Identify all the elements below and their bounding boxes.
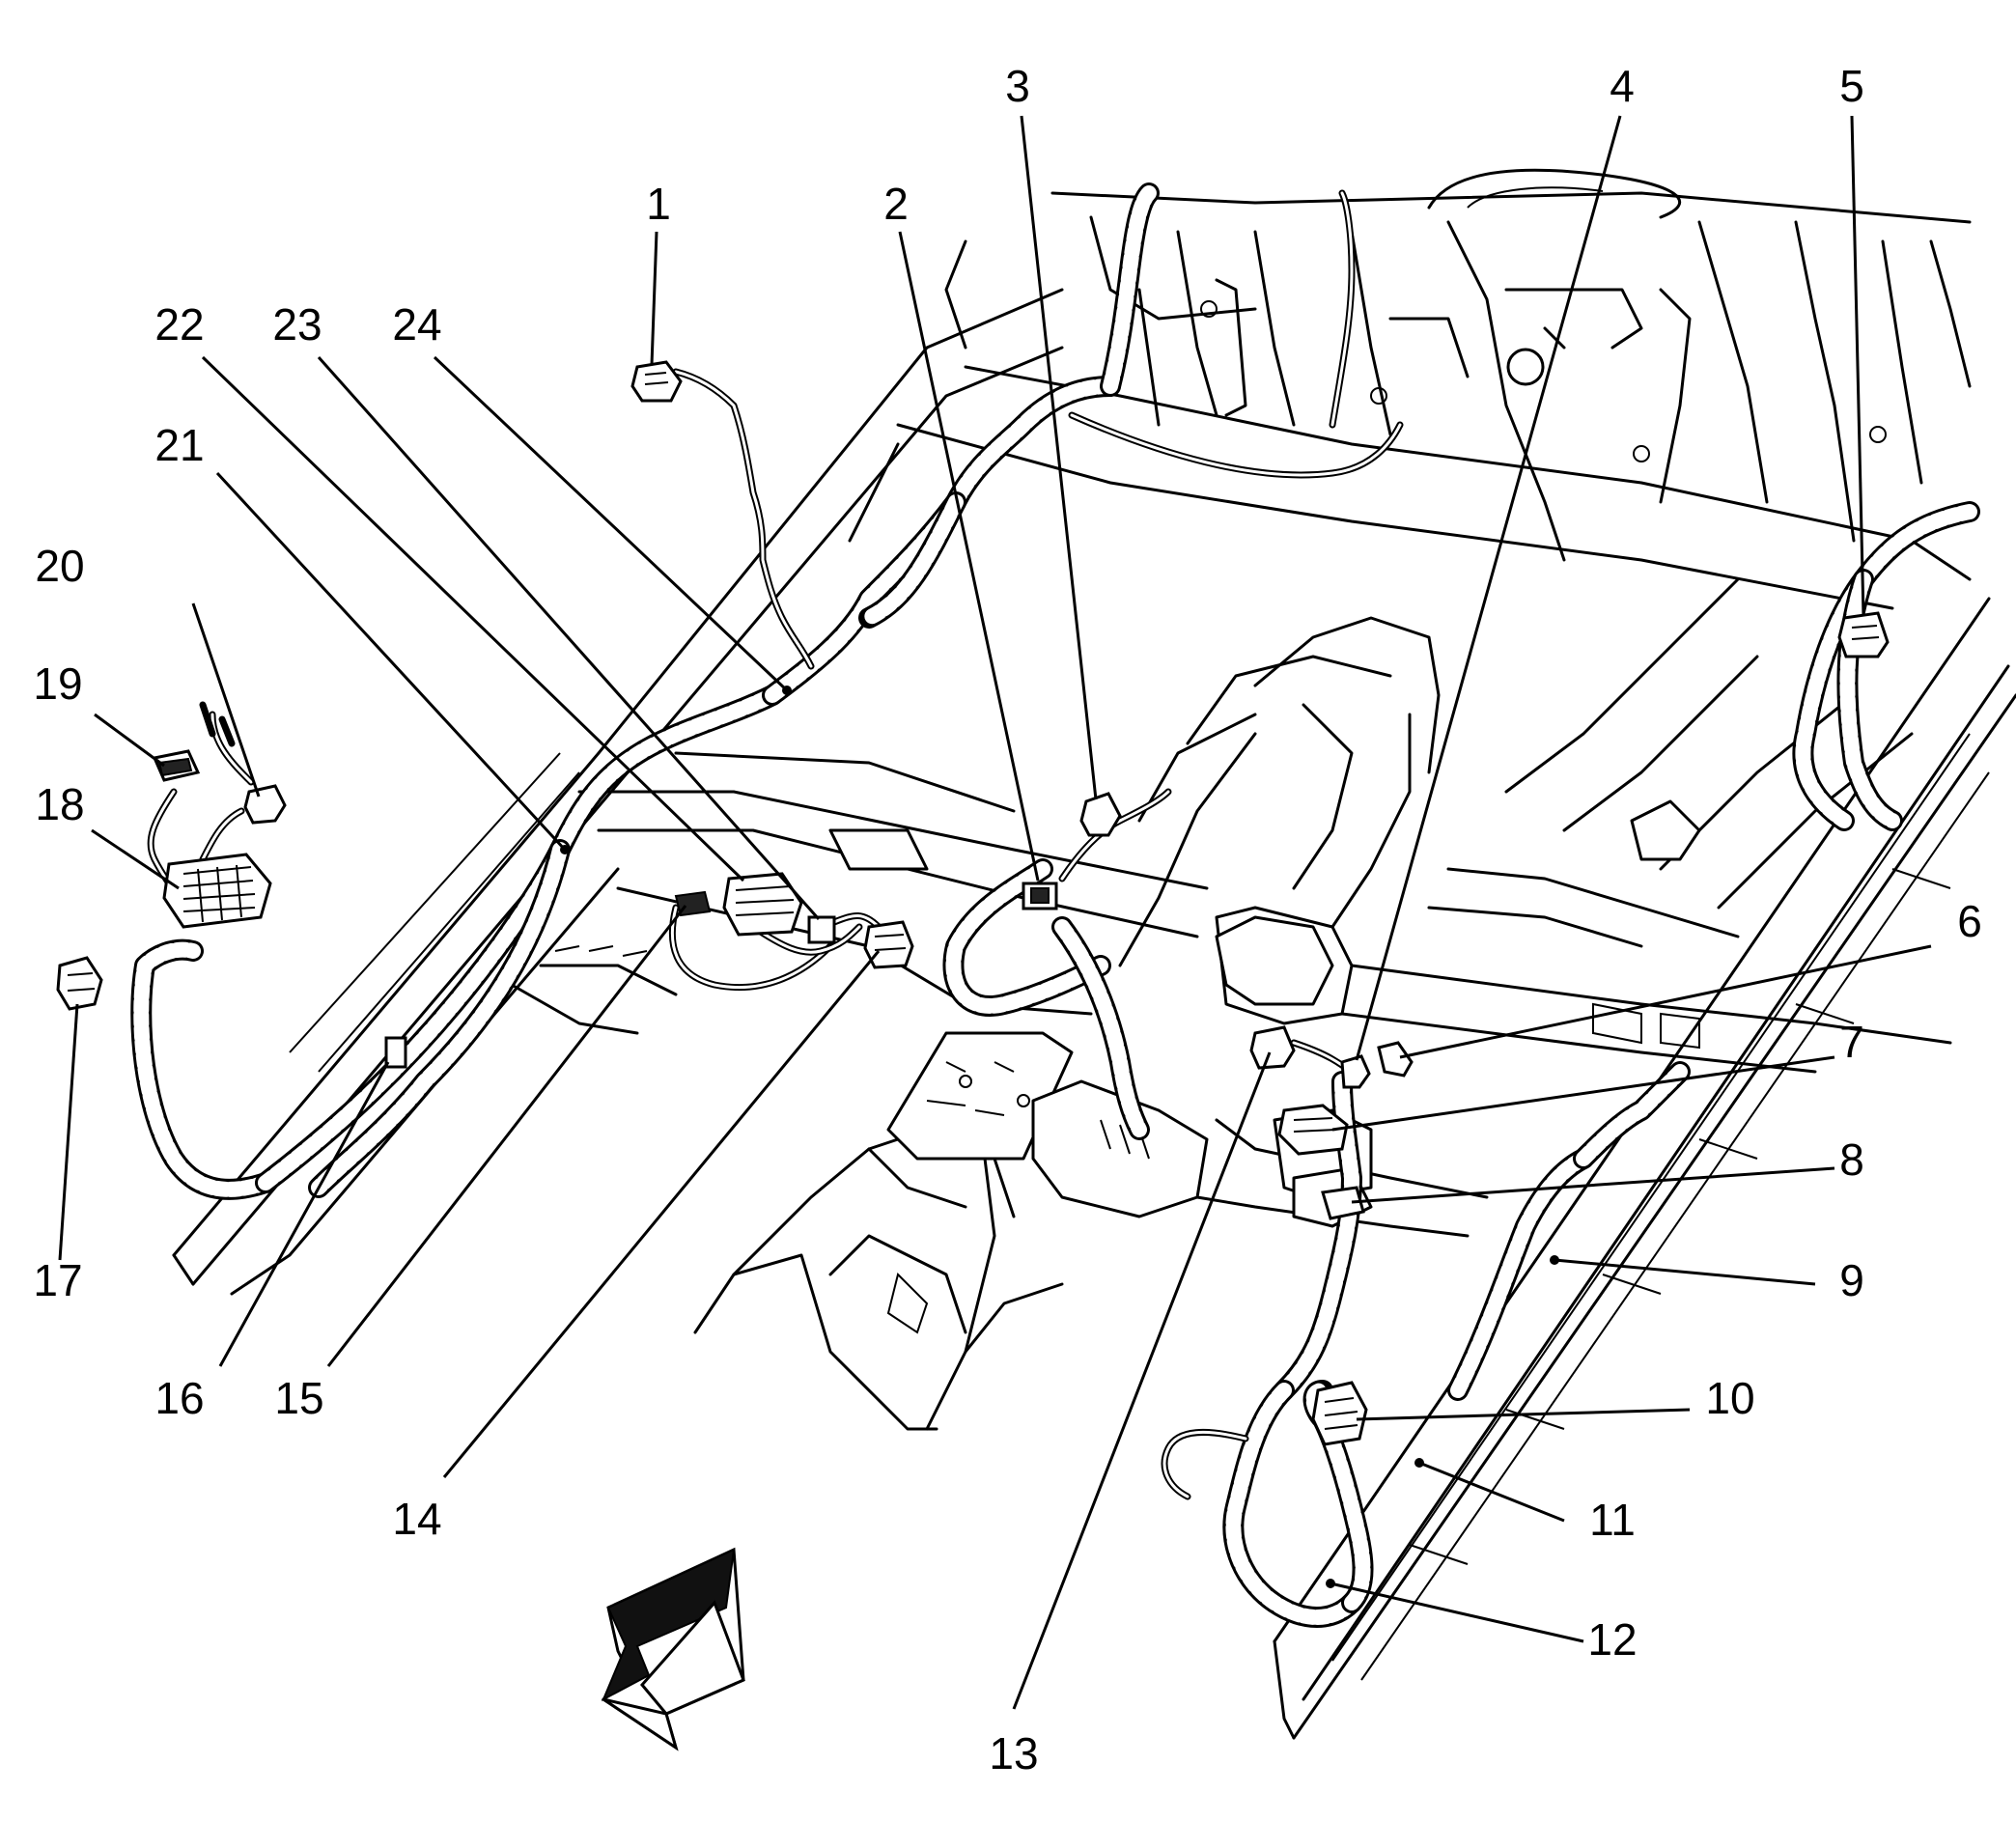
front-direction-arrow-icon: [601, 1547, 745, 1751]
connector-4: [1340, 1054, 1371, 1089]
leader-18: [91, 828, 180, 890]
callout-14: 14: [392, 1494, 441, 1544]
leader-11: [1418, 1461, 1565, 1523]
callout-5: 5: [1839, 61, 1864, 111]
callout-21: 21: [154, 420, 204, 470]
callout-17: 17: [33, 1255, 82, 1305]
leader-21: [215, 471, 567, 852]
callout-8: 8: [1839, 1134, 1864, 1185]
callout-3: 3: [1005, 61, 1030, 111]
callout-24: 24: [392, 299, 441, 350]
connector-19: [152, 749, 201, 782]
callout-12: 12: [1587, 1614, 1637, 1665]
connector-3: [1079, 792, 1122, 837]
leader-5: [1850, 115, 1865, 617]
callout-13: 13: [989, 1728, 1038, 1778]
leader-3: [1020, 115, 1098, 800]
callout-7: 7: [1839, 1017, 1864, 1067]
callout-6: 6: [1957, 896, 1982, 946]
leader-7: [1331, 1055, 1835, 1132]
callout-10: 10: [1705, 1373, 1754, 1423]
callout-16: 16: [154, 1373, 204, 1423]
leader-19: [94, 713, 165, 768]
callout-11: 11: [1589, 1495, 1636, 1545]
leader-8: [1351, 1166, 1835, 1204]
callout-9: 9: [1839, 1255, 1864, 1305]
connector-5: [1837, 611, 1890, 658]
callout-1: 1: [646, 179, 671, 229]
leader-17: [58, 1003, 79, 1261]
connector-14: [863, 920, 914, 969]
leader-6: [1399, 944, 1932, 1059]
leader-22: [201, 355, 745, 882]
connector-13: [1249, 1025, 1296, 1070]
leader-dots: [560, 686, 1559, 1588]
connector-16: [384, 1036, 407, 1069]
connector-23: [807, 915, 836, 944]
callout-18: 18: [35, 779, 84, 829]
leader-13: [1012, 1051, 1272, 1710]
connector-20: [243, 784, 287, 825]
leader-20: [191, 602, 261, 798]
callout-23: 23: [272, 299, 322, 350]
callout-20: 20: [35, 541, 84, 591]
connector-10: [1311, 1381, 1368, 1446]
leader-2: [898, 231, 1040, 882]
leader-4: [1355, 115, 1622, 1061]
callout-2: 2: [883, 179, 909, 229]
leader-10: [1356, 1408, 1691, 1421]
connector-18: [162, 853, 272, 929]
callout-4: 4: [1610, 61, 1635, 111]
connector-7: [1277, 1104, 1349, 1156]
leader-23: [317, 356, 821, 920]
connector-8: [1321, 1186, 1365, 1220]
leader-24: [433, 355, 789, 692]
connectors: [56, 360, 1890, 1446]
connector-2: [1022, 882, 1058, 910]
leader-9: [1554, 1258, 1816, 1286]
callout-19: 19: [33, 658, 82, 709]
leader-1: [650, 231, 658, 366]
connector-6: [1377, 1041, 1414, 1078]
callout-15: 15: [274, 1373, 323, 1423]
connector-22: [722, 872, 803, 937]
leader-16: [218, 1061, 390, 1367]
connector-1: [630, 360, 683, 403]
leader-lines: [58, 115, 1932, 1710]
leader-14: [442, 950, 881, 1478]
callout-labels: 1 2 3 4 5 6 7 8 9 10 11 12 13 14 15 16 1…: [33, 61, 1981, 1778]
leader-12: [1330, 1582, 1584, 1643]
connector-17: [56, 956, 103, 1011]
callout-22: 22: [154, 299, 204, 350]
leader-15: [326, 905, 687, 1367]
